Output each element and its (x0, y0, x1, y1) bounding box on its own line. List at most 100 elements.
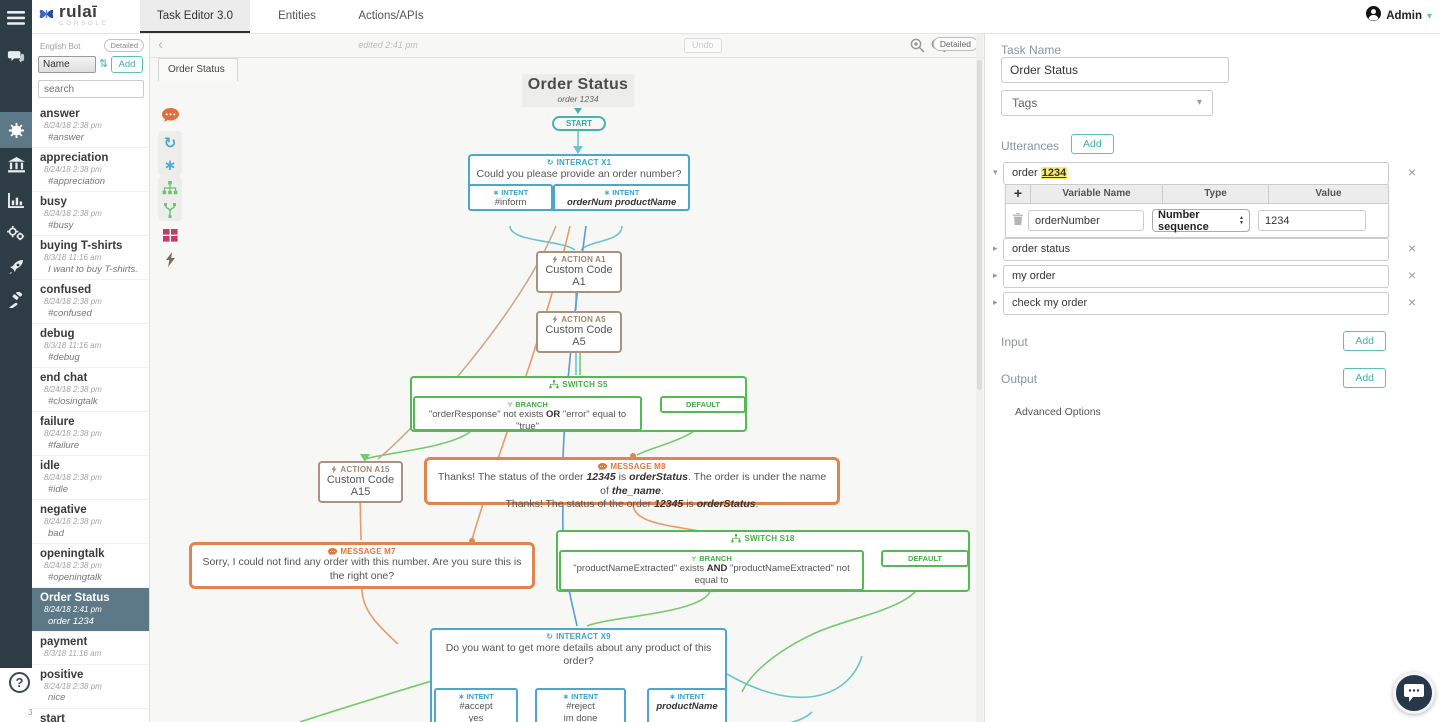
palette-message-icon[interactable] (161, 106, 179, 124)
palette-branch-icon[interactable] (161, 201, 179, 219)
node-interact-x9[interactable]: ↻INTERACT X9 Do you want to get more det… (430, 628, 727, 722)
intent-box-productname[interactable]: ∗INTENT productName (647, 688, 727, 722)
intent-box-inform[interactable]: ∗INTENT #inform (468, 184, 554, 212)
node-action-a15[interactable]: ACTION A15 Custom Code A15 (318, 461, 403, 503)
utterance-order-1234[interactable]: order 1234 (1003, 162, 1389, 185)
default-box-s18[interactable]: DEFAULT (881, 550, 969, 567)
sort-select[interactable]: Name (38, 56, 96, 73)
branch-condition: "orderResponse" not exists OR "error" eq… (428, 409, 627, 432)
utterance-order-status[interactable]: order status (1003, 238, 1389, 261)
palette-action-bolt-icon[interactable] (161, 250, 179, 268)
intent-box-reject[interactable]: ∗INTENT #reject im done finished Não (535, 688, 626, 722)
canvas-tab-order-status[interactable]: Order Status (158, 58, 238, 81)
select-updown-icon: ▲▼ (1239, 214, 1244, 226)
message-text-line1: Thanks! The status of the order 12345 is… (437, 471, 827, 497)
search-input[interactable] (38, 80, 144, 98)
arrow-down-icon (574, 108, 582, 114)
chevron-down-icon: ▾ (1426, 10, 1432, 22)
add-output-button[interactable]: Add (1343, 368, 1386, 388)
sidebar-item-settings-gears-icon[interactable] (0, 218, 32, 248)
node-text: Custom Code A1 (545, 264, 613, 288)
node-action-a1[interactable]: ACTION A1 Custom Code A1 (536, 251, 622, 293)
sidebar-item-rocket-icon[interactable] (0, 252, 32, 282)
node-start[interactable]: START (552, 116, 606, 131)
default-box-s5[interactable]: DEFAULT (660, 396, 746, 413)
palette-intent-icon[interactable]: ∗ (163, 157, 177, 174)
caret-right-icon[interactable]: ▸ (993, 297, 998, 307)
node-message-m7[interactable]: MESSAGE M7 Sorry, I could not find any o… (189, 542, 535, 589)
intent-box-ordernum-productname[interactable]: ∗INTENT orderNum productName (553, 184, 690, 212)
node-switch-s18[interactable]: SWITCH S18 BRANCH "productNameExtracted"… (556, 530, 970, 592)
trash-icon[interactable] (1013, 212, 1023, 230)
caret-right-icon[interactable]: ▸ (993, 243, 998, 253)
rulai-logo[interactable]: rulaī CONSOLE (38, 3, 108, 28)
flow-title-block[interactable]: Order Status order 1234 (522, 74, 634, 107)
hamburger-menu-icon[interactable] (0, 3, 32, 33)
tags-select[interactable]: Tags▾ (1001, 90, 1213, 116)
flow-canvas[interactable]: ‹ edited 2:41 pm Undo Detailed Order Sta… (150, 34, 984, 722)
canvas-scrollbar-thumb[interactable] (977, 60, 982, 390)
detailed-toggle-button[interactable]: Detailed (104, 39, 144, 52)
branch-box-s18[interactable]: BRANCH "productNameExtracted" exists AND… (559, 550, 864, 591)
caret-right-icon[interactable]: ▸ (993, 270, 998, 280)
node-action-a5[interactable]: ACTION A5 Custom Code A5 (536, 311, 622, 353)
palette-interact-icon[interactable]: ↻ (163, 135, 177, 152)
chat-fab-button[interactable] (1393, 672, 1435, 714)
intent-box-accept[interactable]: ∗INTENT #accept yes sure yes please (434, 688, 518, 722)
close-icon[interactable]: × (1408, 294, 1417, 310)
tab-actions-apis[interactable]: Actions/APIs (358, 10, 424, 22)
chat-conversations-icon[interactable] (0, 42, 32, 72)
task-name-input[interactable] (1001, 57, 1229, 83)
account-menu[interactable]: Admin ▾ (1366, 6, 1432, 26)
undo-button[interactable]: Undo (684, 38, 722, 53)
variable-value-input[interactable] (1258, 210, 1366, 231)
flow-subtitle: order 1234 (557, 94, 599, 104)
palette-switch-tree-icon[interactable] (161, 179, 179, 197)
add-input-button[interactable]: Add (1343, 331, 1386, 351)
canvas-detailed-button[interactable]: Detailed (932, 37, 978, 51)
close-icon[interactable]: × (1408, 267, 1417, 283)
close-icon[interactable]: × (1408, 240, 1417, 256)
palette-grid-icon[interactable] (161, 226, 179, 244)
caret-down-icon[interactable]: ▾ (993, 167, 998, 177)
variable-type-select[interactable]: Number sequence▲▼ (1152, 209, 1250, 233)
close-icon[interactable]: × (1408, 164, 1417, 180)
sort-direction-icon[interactable]: ⇅ (99, 58, 109, 70)
sidebar-item-analytics-chart-icon[interactable] (0, 185, 32, 215)
tab-task-editor[interactable]: Task Editor 3.0 (140, 0, 250, 33)
list-item-start[interactable]: start8/24/18 2:38 pm#start (32, 709, 149, 722)
node-message-m8[interactable]: MESSAGE M8 Thanks! The status of the ord… (424, 457, 840, 510)
sidebar-item-task-editor-gear-icon[interactable] (0, 112, 32, 148)
branch-box-s5[interactable]: BRANCH "orderResponse" not exists OR "er… (413, 396, 642, 432)
highlighted-entity[interactable]: 1234 (1040, 167, 1068, 179)
help-icon[interactable]: ? (9, 672, 30, 693)
tab-entities[interactable]: Entities (278, 10, 316, 22)
advanced-options-link[interactable]: Advanced Options (1015, 406, 1101, 418)
back-chevron-icon[interactable]: ‹ (158, 36, 163, 53)
sidebar-item-bank-icon[interactable] (0, 150, 32, 180)
add-variable-icon[interactable]: + (1013, 185, 1023, 201)
zoom-in-icon[interactable] (910, 38, 925, 58)
node-switch-s5[interactable]: SWITCH S5 BRANCH "orderResponse" not exi… (410, 376, 747, 432)
variable-name-input[interactable] (1028, 210, 1144, 231)
sidebar-item-gavel-icon[interactable] (0, 285, 32, 315)
add-utterance-button[interactable]: Add (1071, 134, 1114, 154)
node-interact-x1[interactable]: ↻INTERACT X1 Could you please provide an… (468, 154, 690, 212)
utterance-my-order[interactable]: my order (1003, 265, 1389, 288)
add-task-button[interactable]: Add (111, 56, 143, 73)
utterance-check-my-order[interactable]: check my order (1003, 292, 1389, 315)
